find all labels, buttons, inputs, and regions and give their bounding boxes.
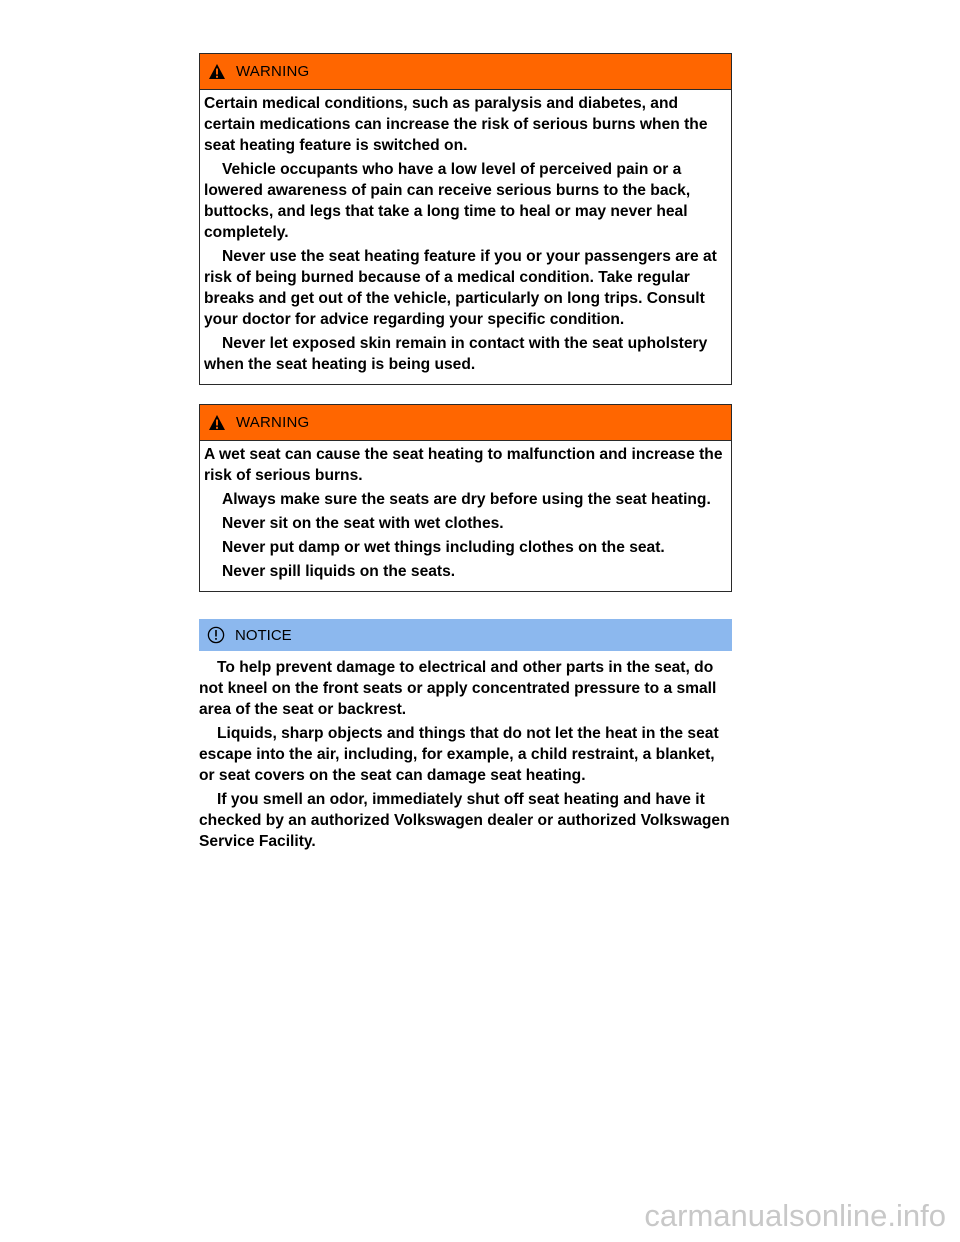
warning-paragraph: Vehicle occupants who have a low level o… — [204, 161, 691, 241]
warning-paragraph: Never spill liquids on the seats. — [222, 563, 456, 580]
warning-box-wet-seat: WARNING A wet seat can cause the seat he… — [199, 404, 732, 592]
warning-paragraph: Never put damp or wet things including c… — [222, 539, 665, 556]
exclamation-circle-icon — [207, 626, 225, 644]
warning-triangle-icon — [208, 63, 226, 80]
warning-paragraph: Never use the seat heating feature if yo… — [204, 248, 717, 328]
notice-paragraph: To help prevent damage to electrical and… — [199, 659, 717, 718]
notice-paragraph: If you smell an odor, immediately shut o… — [199, 791, 730, 850]
notice-body: To help prevent damage to electrical and… — [199, 651, 732, 852]
notice-header: NOTICE — [199, 619, 732, 651]
warning-paragraph: Always make sure the seats are dry befor… — [222, 491, 711, 508]
notice-label: NOTICE — [235, 626, 292, 644]
warning-body: A wet seat can cause the seat heating to… — [200, 441, 731, 591]
warning-body: Certain medical conditions, such as para… — [200, 90, 731, 384]
warning-paragraph: Certain medical conditions, such as para… — [204, 95, 708, 154]
notice-box: NOTICE To help prevent damage to electri… — [199, 619, 732, 855]
warning-paragraph: A wet seat can cause the seat heating to… — [204, 446, 723, 484]
warning-paragraph: Never let exposed skin remain in contact… — [204, 335, 708, 373]
warning-header: WARNING — [200, 54, 731, 90]
warning-label: WARNING — [236, 414, 310, 431]
warning-box-medical: WARNING Certain medical conditions, such… — [199, 53, 732, 385]
watermark: carmanualsonline.info — [644, 1198, 946, 1233]
warning-triangle-icon — [208, 414, 226, 431]
notice-paragraph: Liquids, sharp objects and things that d… — [199, 725, 719, 784]
warning-label: WARNING — [236, 63, 310, 80]
warning-header: WARNING — [200, 405, 731, 441]
warning-paragraph: Never sit on the seat with wet clothes. — [222, 515, 504, 532]
